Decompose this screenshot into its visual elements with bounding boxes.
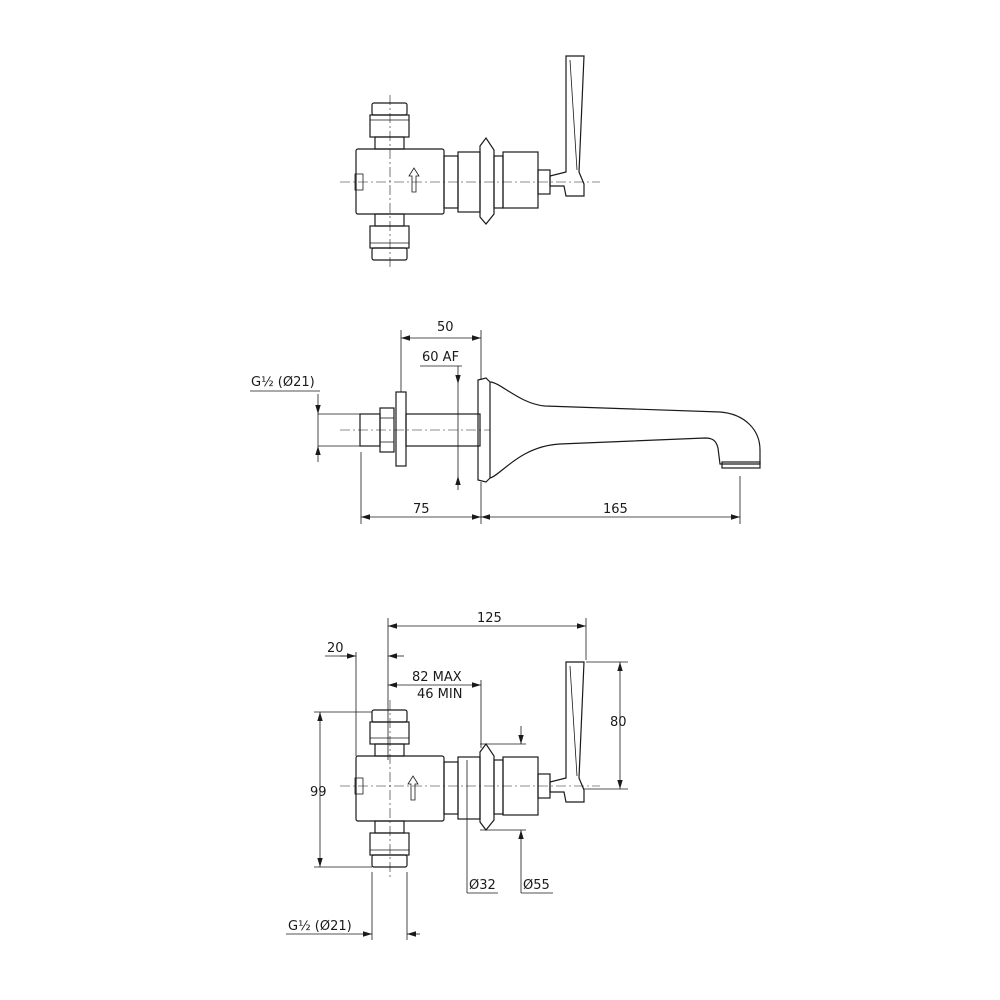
dim-thread-side: G½ (Ø21) xyxy=(251,375,315,390)
dim-thread-front: G½ (Ø21) xyxy=(288,919,352,934)
dim-rosette-dia: Ø55 xyxy=(523,878,550,893)
front-view-upper-inlet xyxy=(369,709,410,757)
top-view-lower-inlet xyxy=(369,213,410,261)
dim-body-length: 75 xyxy=(413,502,430,517)
side-view-dimensions: 50 60 AF G½ (Ø21) 75 165 xyxy=(250,320,741,524)
flow-arrow-icon xyxy=(407,775,419,801)
dim-hex: 60 AF xyxy=(422,350,459,365)
dim-sleeve-dia: Ø32 xyxy=(469,878,496,893)
front-view-mixer xyxy=(340,661,600,880)
front-view-lever xyxy=(549,661,585,803)
top-view-body xyxy=(355,148,445,215)
side-view-spout-body xyxy=(489,381,761,479)
dim-inlet-offset: 20 xyxy=(327,641,344,656)
dim-max: 82 MAX xyxy=(412,670,462,685)
dim-spout-projection: 165 xyxy=(603,502,628,517)
dim-lever-height: 80 xyxy=(610,715,627,730)
side-view-wall-flange xyxy=(395,391,407,467)
dim-total-length: 125 xyxy=(477,611,502,626)
front-view-lower-inlet xyxy=(369,820,410,868)
top-view-handle-hub xyxy=(502,151,539,209)
dim-flange-offset: 50 xyxy=(437,320,454,335)
top-view-lever xyxy=(549,55,585,197)
front-view-dimensions: 125 20 82 MAX 46 MIN 99 80 Ø55 Ø32 xyxy=(286,611,628,940)
dim-height: 99 xyxy=(310,785,327,800)
dim-min: 46 MIN xyxy=(417,687,462,702)
top-view-upper-inlet xyxy=(369,102,410,150)
top-view-rosette xyxy=(479,136,495,225)
front-view-rosette xyxy=(479,742,495,831)
top-view-mixer xyxy=(340,55,600,270)
flow-arrow-icon xyxy=(408,167,420,193)
front-view-body xyxy=(355,755,445,822)
side-view-spout xyxy=(340,377,761,483)
